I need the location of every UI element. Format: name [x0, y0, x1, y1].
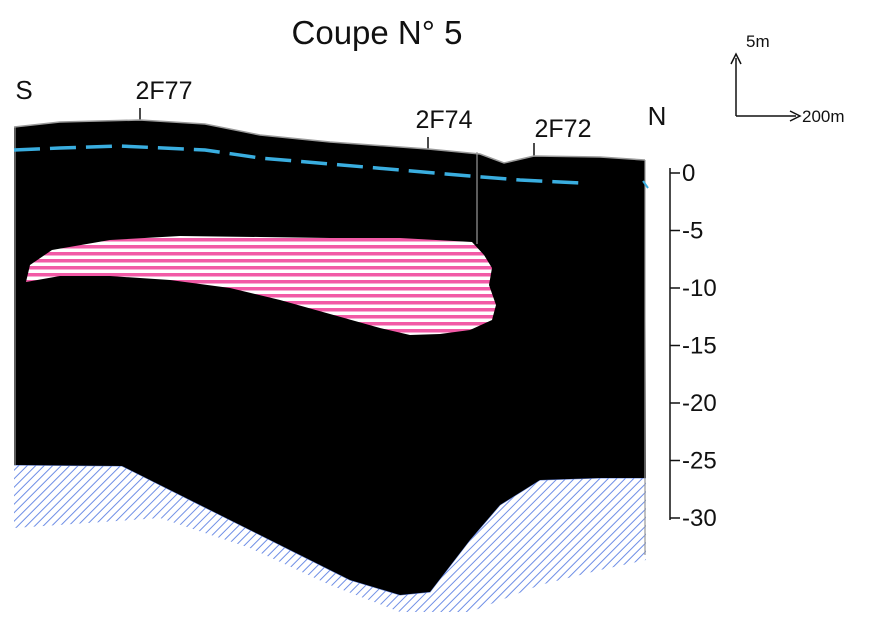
depth-tick-label: -15	[682, 333, 717, 360]
section-title: Coupe N° 5	[292, 14, 463, 51]
scale-horizontal-label: 200m	[802, 107, 845, 126]
substratum-layer	[14, 465, 646, 612]
depth-tick-label: -25	[682, 448, 717, 475]
ground-surface	[13, 119, 646, 164]
scale-bar: 5m 200m	[730, 32, 845, 126]
scale-horizontal-arrowhead	[789, 110, 802, 122]
south-label: S	[15, 75, 32, 105]
water-table-line	[13, 144, 581, 185]
depth-tick-label: 0	[682, 160, 695, 187]
depth-tick-label: -10	[682, 275, 717, 302]
depth-tick-label: -20	[682, 390, 717, 417]
well-label-2f77: 2F77	[136, 77, 193, 105]
well-label-2f72: 2F72	[535, 115, 592, 143]
well-label-2f74: 2F74	[416, 106, 473, 134]
water-table-mark	[642, 180, 649, 189]
north-label: N	[648, 101, 667, 131]
scale-vertical-label: 5m	[746, 32, 770, 51]
depth-axis: 0 -5 -10 -15 -20 -25 -30	[669, 160, 717, 532]
pink-lens	[26, 236, 496, 335]
scale-vertical-arrowhead	[730, 52, 742, 65]
depth-tick-label: -5	[682, 218, 703, 245]
depth-tick-label: -30	[682, 505, 717, 532]
